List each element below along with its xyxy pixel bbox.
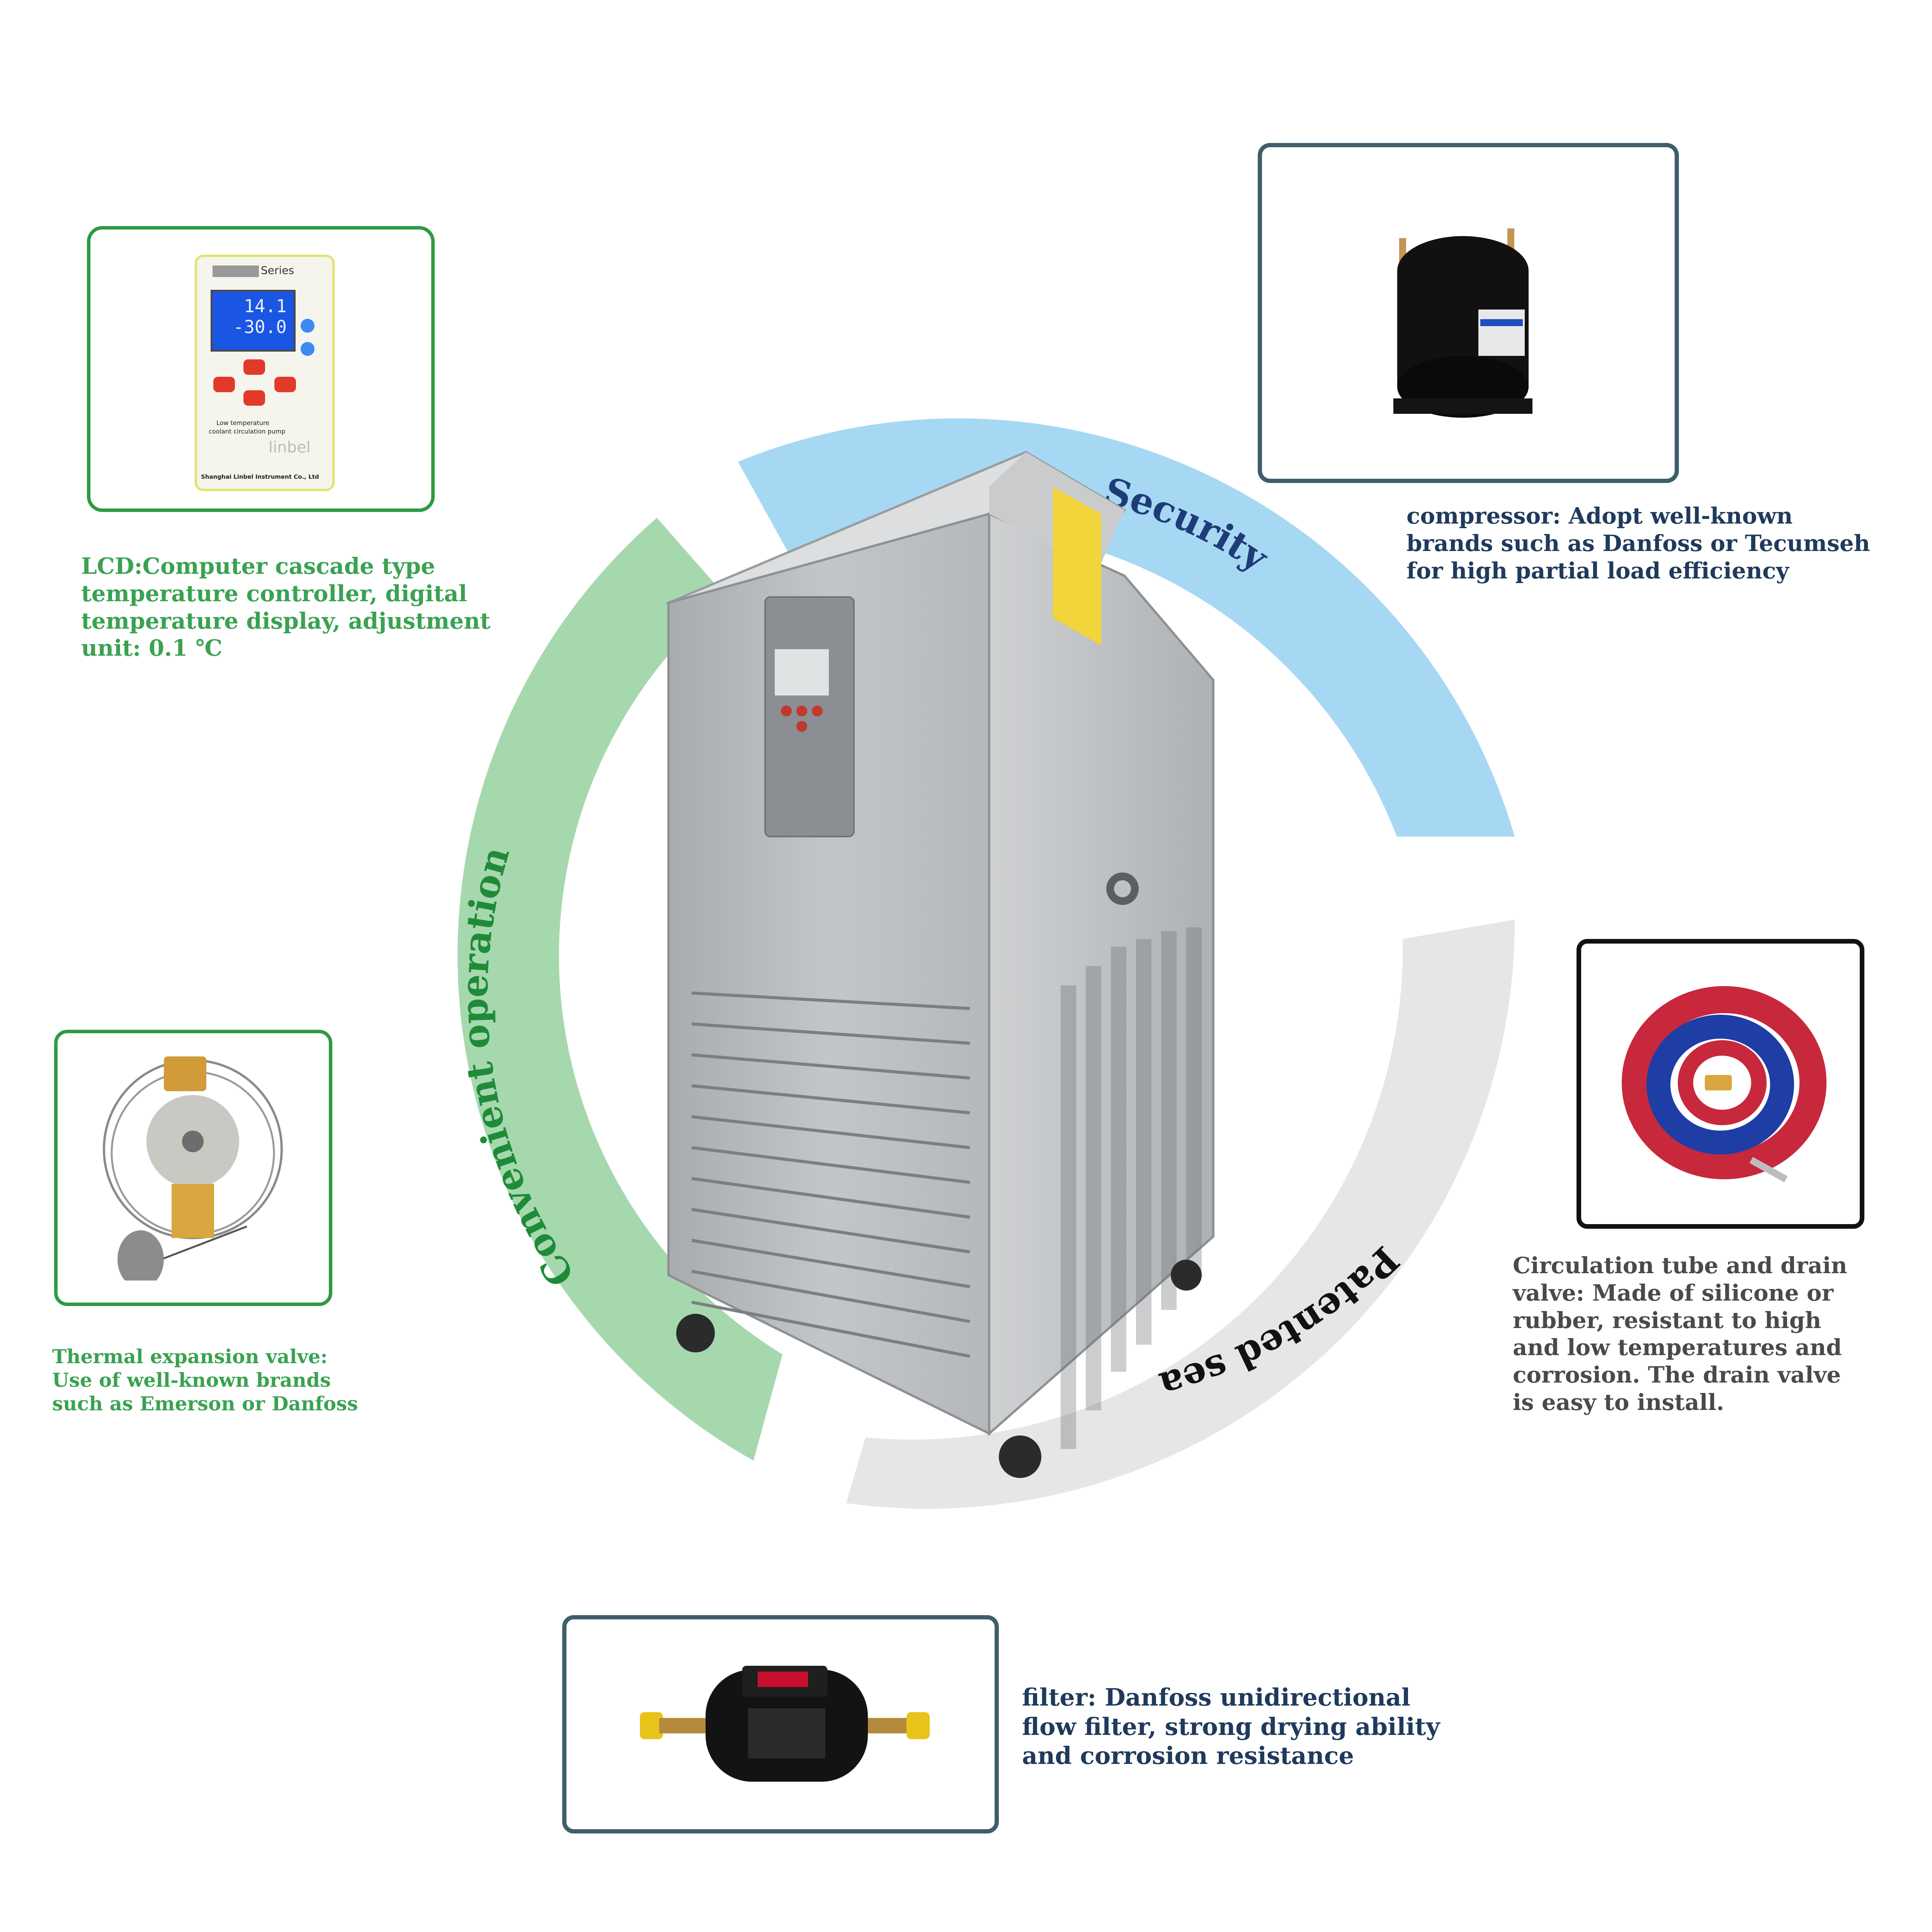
controller-button-left[interactable] <box>213 377 235 392</box>
caster-wheel <box>999 1435 1041 1478</box>
convenient-operation-arc <box>457 518 782 1461</box>
filter-card <box>562 1615 999 1833</box>
controller-button-right[interactable] <box>274 377 296 392</box>
compressor-card <box>1258 143 1679 483</box>
circulation-tube-card <box>1577 939 1864 1229</box>
expansion-valve-card <box>54 1030 332 1306</box>
lcd-reading-top: 14.1 <box>244 296 287 316</box>
controller-brand-logo: linbel <box>269 439 311 456</box>
expansion-valve-caption: Thermal expansion valve: Use of well-kno… <box>52 1345 358 1415</box>
snowflake-icon <box>301 342 315 356</box>
controller-company-name: Shanghai Linbel Instrument Co., Ltd <box>201 473 319 480</box>
lcd-controller-card: Series 14.1 -30.0 Low temperature coolan… <box>87 226 435 512</box>
circulation-tube-image <box>1622 986 1827 1182</box>
controller-button-down[interactable] <box>243 390 265 406</box>
side-vent-grille <box>1061 927 1202 1449</box>
controller-faceplate: Series 14.1 -30.0 Low temperature coolan… <box>195 255 335 491</box>
control-panel <box>764 596 855 837</box>
lcd-reading-bottom: -30.0 <box>233 316 287 337</box>
caster-wheel <box>1171 1260 1202 1291</box>
warning-label <box>1053 487 1101 645</box>
patented-seal-arc <box>846 920 1515 1509</box>
lcd-caption: LCD:Computer cascade type temperature co… <box>81 553 491 662</box>
controller-product-name-line2: coolant circulation pump <box>209 428 286 435</box>
filter-drier-image <box>640 1666 930 1782</box>
chiller-unit-image <box>665 451 1214 1478</box>
controller-product-name-line1: Low temperature <box>216 419 270 427</box>
controller-lcd-screen: 14.1 -30.0 <box>211 290 296 352</box>
power-indicator-icon <box>301 319 315 333</box>
front-louvres <box>691 992 970 1358</box>
caster-wheel <box>676 1314 715 1352</box>
filter-caption: filter: Danfoss unidirectional flow filt… <box>1022 1683 1440 1770</box>
expansion-valve-image <box>103 1056 283 1281</box>
controller-button-up[interactable] <box>243 359 265 375</box>
compressor-image <box>1393 228 1532 418</box>
circulation-tube-caption: Circulation tube and drain valve: Made o… <box>1513 1252 1847 1415</box>
compressor-caption: compressor: Adopt well-known brands such… <box>1406 503 1870 584</box>
controller-series-label: Series <box>261 264 294 277</box>
